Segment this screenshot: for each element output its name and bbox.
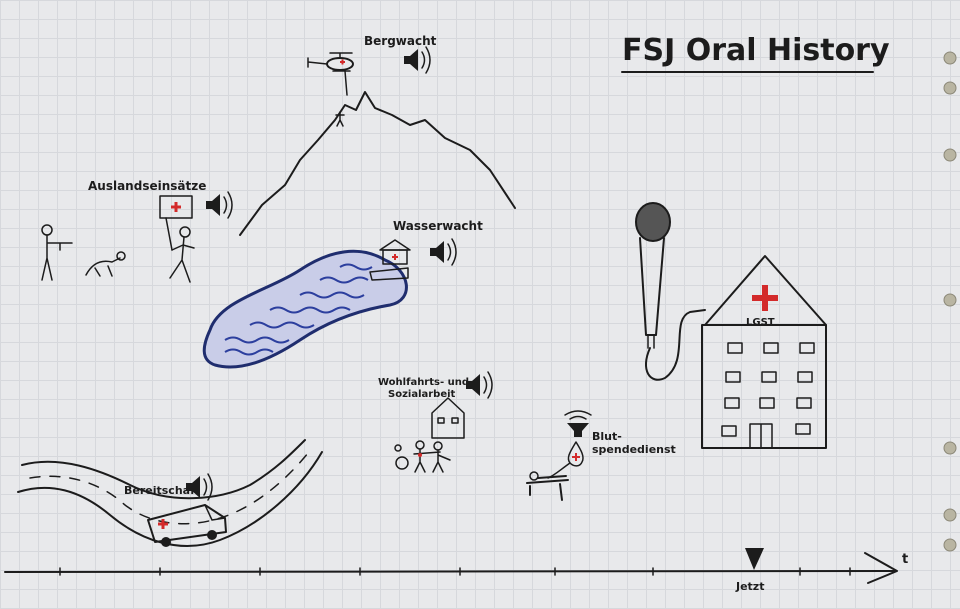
page-title: FSJ Oral History [622, 33, 890, 68]
topic-label-bereitschaft: Bereitschaft [124, 484, 200, 497]
injured-figure [85, 251, 126, 277]
helicopter-icon [307, 52, 354, 96]
timeline [4, 552, 898, 584]
speaker-icon-blutspende[interactable] [564, 410, 592, 438]
topic-label-wohlfahrt-line1: Wohlfahrts- und [378, 377, 469, 388]
blood-drop-icon [547, 441, 584, 479]
speaker-icon-wohlfahrt[interactable] [465, 371, 493, 399]
watchtower-icon [369, 239, 411, 281]
climber-figure [335, 111, 345, 127]
speaker-icon-bergwacht[interactable] [403, 46, 431, 74]
topic-label-auslandseinsaetze: Auslandseinsätze [88, 179, 206, 193]
topic-label-wasserwacht: Wasserwacht [393, 219, 483, 233]
water-waves [224, 263, 373, 356]
topic-label-blut-line2: spendedienst [592, 443, 676, 456]
house-and-people-icon [394, 397, 465, 473]
binder-holes [943, 51, 957, 552]
topic-label-wohlfahrt-line2: Sozialarbeit [388, 389, 456, 400]
timeline-now-label: Jetzt [735, 580, 764, 593]
mountain [239, 91, 516, 236]
headquarters-building [701, 255, 827, 449]
building-label: LGST [746, 317, 775, 328]
soldier-figure [41, 224, 73, 281]
speaker-icon-auslandseinsaetze[interactable] [205, 191, 233, 219]
speaker-icon-wasserwacht[interactable] [429, 238, 457, 266]
flag-bearer-figure [159, 195, 195, 283]
ambulance-icon [147, 504, 227, 547]
topic-label-bergwacht: Bergwacht [364, 34, 437, 48]
microphone-icon [635, 202, 706, 381]
stretcher-with-patient-icon [526, 471, 569, 501]
timeline-axis-label: t [902, 552, 908, 567]
now-marker-icon [745, 548, 764, 570]
topic-label-blut-line1: Blut- [592, 430, 622, 443]
